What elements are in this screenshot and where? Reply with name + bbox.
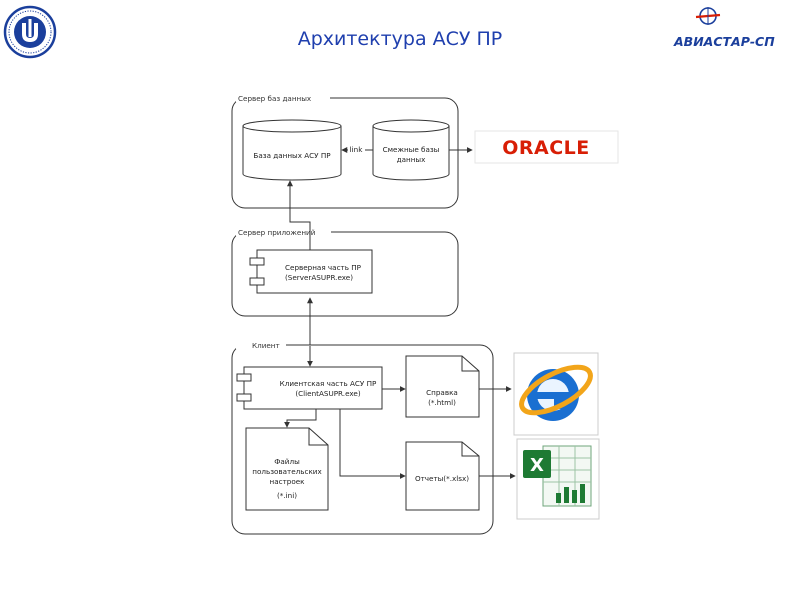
client-part-label-line1: Клиентская часть АСУ ПР (280, 379, 377, 388)
related-database-node: Смежные базы данных (372, 119, 450, 181)
link-label: link (350, 145, 364, 154)
main-database-label: База данных АСУ ПР (253, 151, 331, 160)
server-to-db-arrow (287, 180, 311, 250)
db-server-group-label: Сервер баз данных (238, 94, 312, 103)
server-part-label-line1: Серверная часть ПР (285, 263, 362, 272)
main-database-node: База данных АСУ ПР (242, 119, 342, 181)
settings-label-line4: (*.ini) (277, 491, 297, 500)
client-to-settings-arrow (284, 409, 317, 428)
reports-document-node: Отчеты(*.xlsx) (405, 441, 480, 511)
related-database-label-line1: Смежные базы (383, 145, 440, 154)
excel-letter: X (530, 455, 544, 476)
settings-label-line3: настроек (270, 477, 306, 486)
oracle-logo-icon: ORACLE (474, 130, 619, 164)
aviastar-logo-text: АВИАСТАР-СП (673, 34, 775, 49)
server-part-component: Серверная часть ПР (ServerASUPR.exe) (249, 249, 373, 294)
settings-label-line1: Файлы (274, 457, 300, 466)
settings-document-node: Файлы пользовательских настроек (*.ini) (245, 427, 329, 511)
settings-label-line2: пользовательских (252, 467, 322, 476)
university-logo-icon (3, 5, 57, 59)
client-group-label: Клиент (252, 341, 280, 350)
client-to-reports-arrow (339, 409, 406, 479)
related-database-label-line2: данных (397, 155, 426, 164)
excel-icon: X (516, 438, 600, 520)
server-part-label-line2: (ServerASUPR.exe) (285, 273, 353, 282)
client-part-label-line2: (ClientASUPR.exe) (295, 389, 360, 398)
help-label-line2: (*.html) (428, 398, 456, 407)
help-label-line1: Справка (426, 388, 458, 397)
page-title: Архитектура АСУ ПР (297, 28, 503, 50)
help-document-node: Справка (*.html) (405, 355, 480, 418)
internet-explorer-icon (513, 352, 599, 436)
reports-label: Отчеты(*.xlsx) (415, 474, 469, 483)
aviastar-logo-icon: АВИАСТАР-СП (673, 7, 775, 49)
client-part-component: Клиентская часть АСУ ПР (ClientASUPR.exe… (236, 366, 383, 410)
app-server-group-label: Сервер приложений (238, 228, 316, 237)
oracle-logo-text: ORACLE (502, 137, 590, 159)
